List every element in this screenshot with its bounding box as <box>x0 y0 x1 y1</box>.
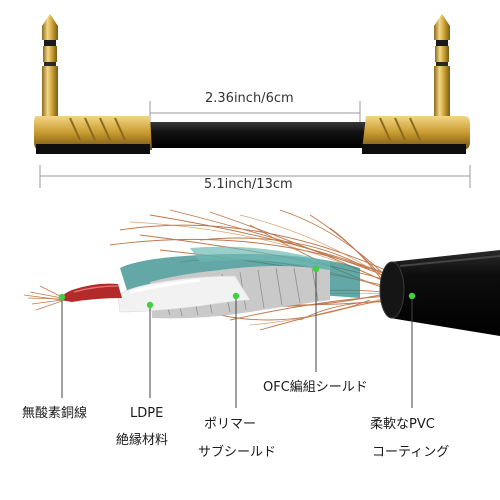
pointer-dot-ofc <box>312 265 320 273</box>
conductor-label: 無酸素銅線 <box>22 406 88 421</box>
polymer-label-line1: ポリマー <box>204 417 257 432</box>
pointer-dot-insulation <box>146 301 154 309</box>
insulation-label-line1: LDPE <box>130 406 164 421</box>
pointer-dots <box>58 265 416 309</box>
short-length-label: 2.36inch/6cm <box>205 91 294 106</box>
pvc-jacket <box>390 250 500 336</box>
red-inner-wire <box>60 283 122 302</box>
cable-body <box>130 122 380 148</box>
jacket-label-line2: コーティング <box>372 445 450 460</box>
pointer-dot-jacket <box>408 292 416 300</box>
patch-cable <box>34 14 471 188</box>
callout-pointers <box>61 270 413 408</box>
right-plug <box>362 14 470 154</box>
insulation-label-line2: 絶縁材料 <box>116 433 169 448</box>
pointer-dot-conductor <box>58 293 66 301</box>
copper-conductor <box>23 285 63 311</box>
total-length-label: 5.1inch/13cm <box>204 177 293 192</box>
cable-cutaway <box>23 209 500 336</box>
polymer-label-line2: サブシールド <box>198 445 277 460</box>
total-dimension-line <box>39 165 471 188</box>
ofc-shield-label: OFC編組シールド <box>263 380 368 395</box>
jacket-label-line1: 柔軟なPVC <box>370 417 435 432</box>
left-plug <box>34 14 152 154</box>
pointer-dot-polymer <box>232 292 240 300</box>
